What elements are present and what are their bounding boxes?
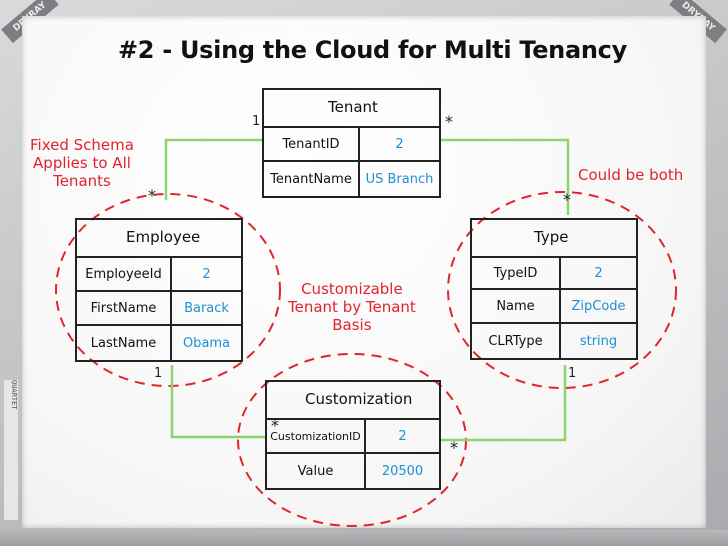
field-name: CustomizationID — [265, 418, 366, 454]
note-line: Applies to All — [33, 154, 131, 172]
marker-tray — [0, 530, 728, 546]
field-name: FirstName — [75, 290, 172, 326]
multiplicity-many: * — [148, 186, 156, 205]
fixed-schema-circle — [55, 193, 281, 387]
multiplicity-one: 1 — [568, 366, 577, 381]
field-name: TenantName — [262, 160, 360, 198]
note-line: Basis — [332, 316, 372, 334]
field-value: US Branch — [358, 160, 441, 198]
note-line: Tenants — [53, 172, 111, 190]
employee-customization-connector — [170, 365, 265, 439]
board-label-sticker: QUARTET — [4, 380, 18, 520]
field-name: Value — [265, 452, 366, 490]
multiplicity-many: * — [563, 190, 571, 209]
field-name: LastName — [75, 324, 172, 362]
entity-name: Employee — [126, 228, 201, 246]
multiplicity-one: 1 — [154, 366, 163, 381]
field-name: TypeID — [470, 256, 561, 290]
entity-name: Type — [534, 228, 569, 246]
multiplicity-one: 1 — [252, 114, 261, 129]
tenant-employee-connector — [164, 138, 262, 200]
tenant-type-connector — [441, 138, 570, 215]
entity-name: Customization — [305, 390, 413, 408]
customizable-note: Customizable Tenant by Tenant Basis — [288, 280, 416, 334]
field-value: 2 — [358, 126, 441, 162]
field-value: Obama — [170, 324, 243, 362]
field-name: EmployeeId — [75, 256, 172, 292]
field-value: 2 — [364, 418, 441, 454]
field-value: 20500 — [364, 452, 441, 490]
field-value: ZipCode — [559, 288, 638, 324]
field-value: 2 — [559, 256, 638, 290]
multiplicity-many: * — [445, 112, 453, 131]
multiplicity-many: * — [450, 438, 458, 457]
field-value: Barack — [170, 290, 243, 326]
note-line: Fixed Schema — [30, 136, 134, 154]
page-title: #2 - Using the Cloud for Multi Tenancy — [118, 36, 627, 64]
entity-name: Tenant — [328, 98, 378, 116]
field-value: 2 — [170, 256, 243, 292]
fixed-schema-note: Fixed Schema Applies to All Tenants — [30, 136, 134, 190]
note-line: Customizable — [301, 280, 403, 298]
field-name: TenantID — [262, 126, 360, 162]
multiplicity-many: * — [271, 416, 279, 435]
field-value: string — [559, 322, 638, 360]
could-be-both-note: Could be both — [578, 166, 684, 184]
field-name: CLRType — [470, 322, 561, 360]
note-line: Tenant by Tenant — [288, 298, 416, 316]
could-be-both-circle — [447, 191, 677, 389]
type-customization-connector — [441, 365, 567, 442]
field-name: Name — [470, 288, 561, 324]
